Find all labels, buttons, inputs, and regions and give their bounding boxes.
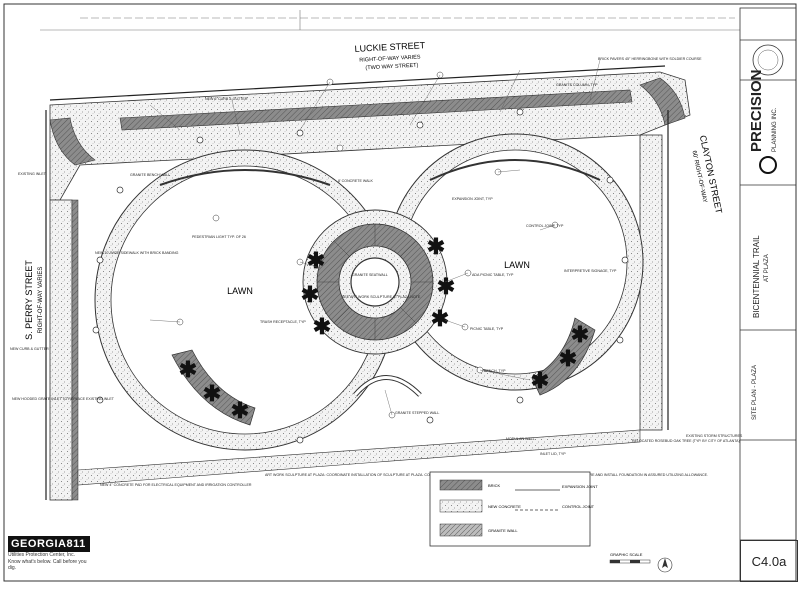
legend-swatch-granite <box>439 523 483 537</box>
note: INTERPRETIVE SIGNAGE, TYP <box>564 269 617 273</box>
tree: ✱ <box>427 234 445 259</box>
note: NEW CURB & GUTTER <box>10 347 49 351</box>
sculpture-seatwall <box>350 257 400 307</box>
granite-wall-right-top <box>429 159 601 181</box>
leader-lines <box>149 59 601 416</box>
note: 8' CONCRETE WALK <box>338 179 374 183</box>
note: NEW 10' WIDE SIDEWALK WITH BRICK BANDING <box>95 251 179 255</box>
granite-wall-bottom-center-inner <box>353 376 422 397</box>
note: RELOCATED ROSEBUD OAK TREE (TYP. BY CITY… <box>632 439 740 443</box>
firm-subtitle: PLANNING INC. <box>772 107 778 152</box>
graphic-scale-label: GRAPHIC SCALE <box>610 552 643 557</box>
scale-bar-segment <box>630 560 640 563</box>
firm-name: PRECISION <box>748 69 765 152</box>
note: PICNIC TABLE, TYP <box>470 327 504 331</box>
engineer-seal-inner <box>757 49 779 71</box>
plaza-radial-joints <box>317 224 433 340</box>
tree: ✱ <box>179 357 197 382</box>
legend-label-cjoint: CONTROL JOINT <box>562 504 595 509</box>
perry-sidewalk <box>49 199 73 501</box>
trees: ✱ ✱ ✱ ✱ ✱ ✱ ✱ ✱ ✱ ✱ ✱ ✱ <box>179 234 589 423</box>
sheet-number: C4.0a <box>740 540 798 582</box>
note: ADA PICNIC TABLE, TYP <box>472 273 514 277</box>
note: BRICK PAVERS 45° HERRINGBONE WITH SOLDIE… <box>598 57 702 61</box>
legend-swatch-brick <box>439 479 483 491</box>
note: CONTROL JOINT, TYP <box>526 224 564 228</box>
brick-strip-right <box>531 317 596 396</box>
brick-strip-left <box>171 349 256 426</box>
tree: ✱ <box>531 368 549 393</box>
legend-label-ejoint: EXPANSION JOINT <box>562 484 598 489</box>
georgia811-wordmark: GEORGIA811 <box>8 536 90 552</box>
tree: ✱ <box>431 306 449 331</box>
tree: ✱ <box>301 282 319 307</box>
note: NEW 6' CURB & GUTTER <box>205 97 248 101</box>
note: NEW 4" CONCRETE PAD FOR ELECTRICAL EQUIP… <box>100 483 252 487</box>
tree: ✱ <box>437 274 455 299</box>
note: BENCH, TYP <box>484 369 506 373</box>
north-arrow <box>657 557 673 573</box>
georgia811-subtitle: Utilities Protection Center, Inc. <box>8 552 75 558</box>
sheet-title: SITE PLAN - PLAZA <box>752 364 758 420</box>
note: PEDESTRIAN LIGHT TYP. OF 26 <box>192 235 246 239</box>
legend-label-granite: GRANITE WALL <box>488 528 518 533</box>
clayton-sidewalk <box>639 134 663 431</box>
perry-row-label: RIGHT-OF-WAY VARIES <box>38 267 44 334</box>
firm-logo-mark <box>759 156 777 174</box>
note: GRANITE SEATWALL <box>352 273 388 277</box>
granite-bench-wall-top <box>159 169 331 186</box>
legend: BRICK NEW CONCRETE GRANITE WALL EXPANSIO… <box>429 471 598 547</box>
graphic-scale: GRAPHIC SCALE <box>609 552 651 564</box>
tree: ✱ <box>571 322 589 347</box>
top-property-lines <box>40 10 740 31</box>
notes-layer: BRICK PAVERS 45° HERRINGBONE WITH SOLDIE… <box>10 57 743 487</box>
legend-swatch-concrete <box>439 499 483 513</box>
lawn-left-label: LAWN <box>227 286 253 296</box>
project-name: BICENTENNIAL TRAIL <box>752 235 761 318</box>
tree: ✱ <box>307 248 325 273</box>
tree: ✱ <box>559 346 577 371</box>
tree: ✱ <box>203 381 221 406</box>
luckie-way-label: (TWO WAY STREET) <box>365 63 418 72</box>
note: GRANITE BENCH WALL <box>130 173 170 177</box>
corner-ramp-left <box>49 117 96 166</box>
luckie-street-label: LUCKIE STREET <box>354 40 425 54</box>
pedestrian-lights <box>92 108 629 444</box>
note: EXPANSION JOINT, TYP <box>452 197 493 201</box>
corner-ramp-right <box>639 77 686 126</box>
perry-street-label: S. PERRY STREET <box>24 260 34 340</box>
tree: ✱ <box>231 398 249 423</box>
note: INLET LID, TYP <box>540 452 566 456</box>
note: EXISTING INLET <box>18 172 47 176</box>
engineer-seal <box>752 44 784 76</box>
project-subtitle: AT PLAZA <box>764 254 770 282</box>
perry-brick-band <box>71 199 79 501</box>
bottom-walk <box>77 429 641 486</box>
luckie-brick-band <box>119 89 633 131</box>
note: EXISTING STORM STRUCTURES <box>686 434 743 438</box>
legend-label-concrete: NEW CONCRETE <box>488 504 521 509</box>
scale-bar-segment <box>610 560 620 563</box>
lawn-right-label: LAWN <box>504 260 530 270</box>
note: TRASH RECEPTACLE, TYP <box>260 320 306 324</box>
georgia811-logo: GEORGIA811 Utilities Protection Center, … <box>8 536 90 571</box>
georgia811-call: Know what's below. Call before you dig. <box>8 559 87 571</box>
luckie-row-label: RIGHT-OF-WAY VARIES <box>359 54 421 63</box>
tree: ✱ <box>313 314 331 339</box>
legend-label-brick: BRICK <box>488 483 501 488</box>
note: NEW HOODED GRATE INLET TO REPLACE EXISTI… <box>12 397 115 401</box>
luckie-curb <box>49 65 666 101</box>
note: SEE ART WORK SCULPTURE AT PLAZA NOTE <box>342 295 421 299</box>
note: MODULAR WALL <box>506 437 535 441</box>
note: GRANITE COLUMN, TYP <box>556 83 598 87</box>
note: GRANITE STEPPED WALL <box>395 411 439 415</box>
